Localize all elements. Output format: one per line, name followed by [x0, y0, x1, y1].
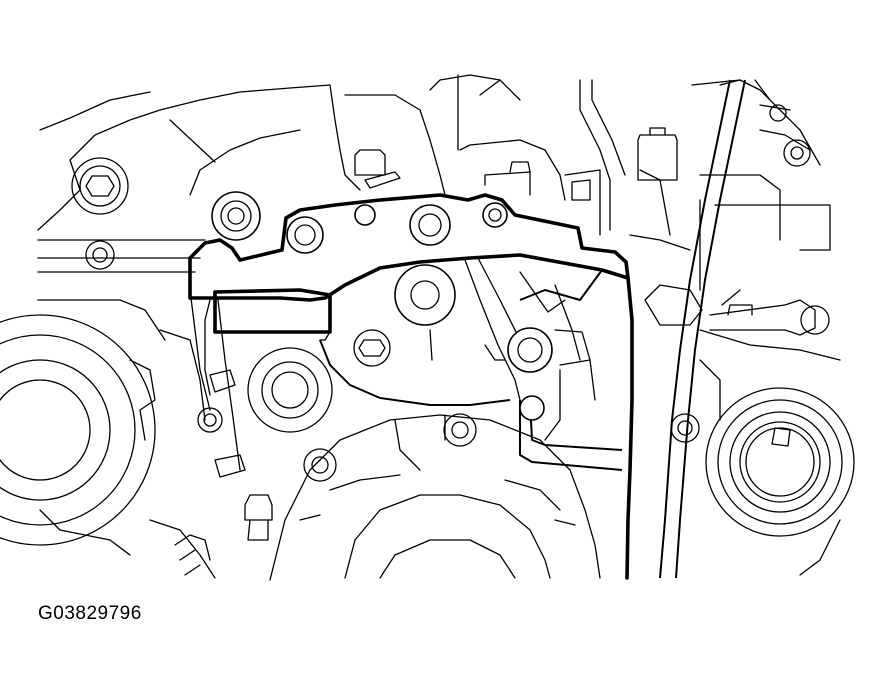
left-stud — [85, 240, 115, 270]
timing-cover-bolt-1 — [211, 191, 261, 241]
left-clip — [209, 369, 246, 478]
tensioner-pulley-right — [507, 327, 553, 373]
left-lower-casting — [39, 289, 241, 579]
left-small-stud — [197, 407, 223, 433]
sensor-block — [484, 161, 601, 236]
upper-left-casting — [37, 84, 331, 341]
right-stud — [670, 413, 700, 443]
timing-cover-bolt-2 — [286, 216, 324, 254]
upper-right-casting — [579, 79, 831, 291]
timing-cover-body — [319, 257, 623, 471]
upper-right-sensor — [637, 127, 678, 181]
right-pulley — [705, 387, 855, 537]
left-large-pulley — [0, 314, 156, 546]
engine-front-line-drawing — [0, 74, 855, 581]
upper-right-eyelet — [759, 104, 811, 167]
lower-right-casting — [699, 329, 841, 576]
timing-cover-bolt-4 — [409, 204, 451, 246]
crank-pulley-bolt-left — [303, 448, 337, 482]
hex-bolt-center — [353, 329, 391, 367]
dipstick-tube — [644, 79, 746, 579]
timing-cover-outline — [188, 193, 634, 580]
upper-center-housing — [329, 74, 566, 201]
tensioner-stud-lower — [519, 395, 545, 421]
timing-cover-bolt-3 — [354, 204, 376, 226]
timing-cover-bolt-5 — [482, 202, 508, 228]
right-tensioner-bolt — [709, 289, 830, 336]
upper-left-bolt — [71, 157, 129, 215]
left-lower-bolt — [244, 494, 273, 541]
bracket-bolt-top — [354, 149, 401, 189]
crank-pulley-bolt-center — [443, 413, 477, 447]
idler-pulley — [247, 347, 333, 433]
timing-cover-lower-tab — [204, 299, 211, 396]
tensioner-bolt-center — [394, 264, 456, 326]
crank-pulley — [269, 414, 601, 581]
figure-id-label: G03829796 — [38, 603, 142, 624]
